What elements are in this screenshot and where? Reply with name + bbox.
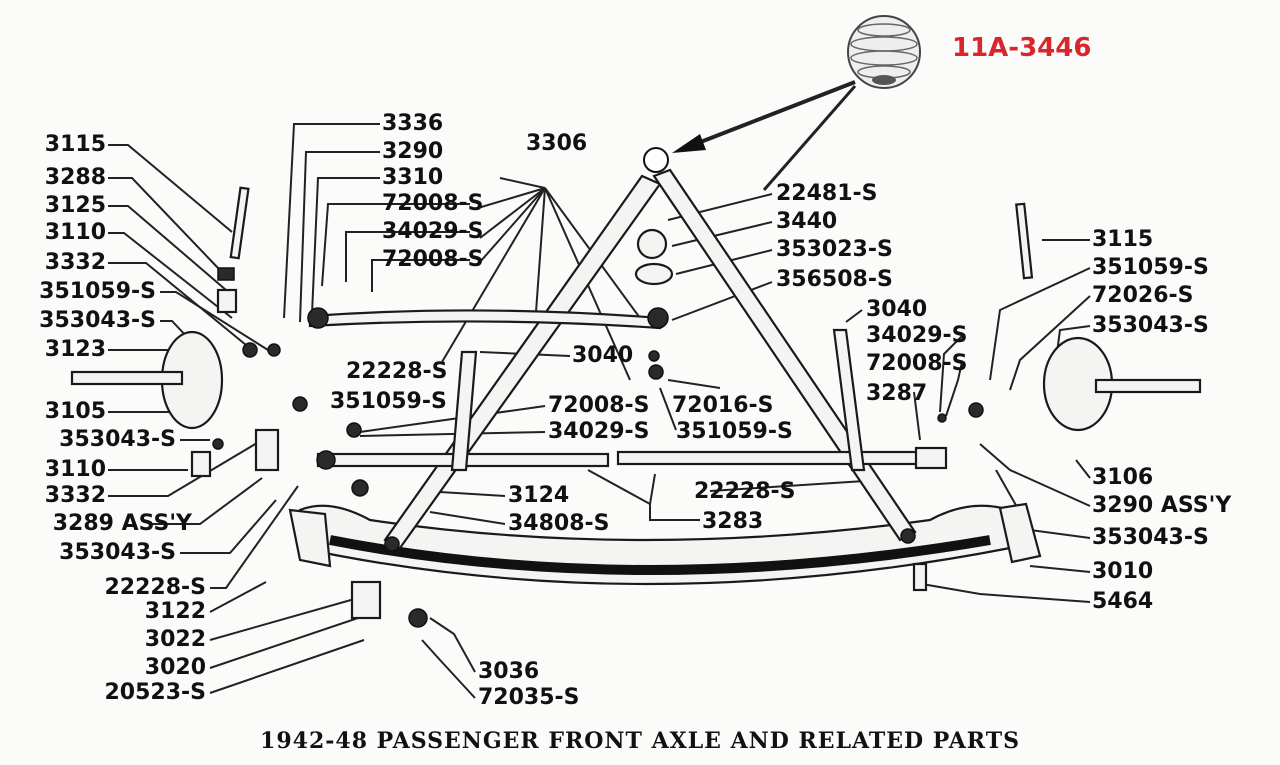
part-label-3020: 3020 <box>144 655 206 680</box>
small-hardware <box>190 228 984 628</box>
part-label-22228-right: 22228-S <box>694 479 796 504</box>
part-label-353043-upper-right: 353043-S <box>1092 313 1209 338</box>
part-label-3115-right: 3115 <box>1092 227 1154 252</box>
part-label-3123: 3123 <box>44 337 106 362</box>
part-label-22228-mid: 22228-S <box>346 359 448 384</box>
part-label-3288: 3288 <box>44 165 106 190</box>
part-label-72008-right: 72008-S <box>866 351 968 376</box>
part-label-3022: 3022 <box>144 627 206 652</box>
part-label-34029-right: 34029-S <box>866 323 968 348</box>
part-label-3124: 3124 <box>508 483 570 508</box>
part-label-20523: 20523-S <box>104 680 206 705</box>
part-label-5464: 5464 <box>1092 589 1154 614</box>
part-label-3290: 3290 <box>382 139 444 164</box>
drag-link <box>307 307 669 330</box>
part-label-3440: 3440 <box>776 209 838 234</box>
front-axle-beam <box>288 502 1042 586</box>
part-label-72026: 72026-S <box>1092 283 1194 308</box>
part-label-34808: 34808-S <box>508 511 610 536</box>
part-label-72016: 72016-S <box>672 393 774 418</box>
part-label-356508: 356508-S <box>776 267 893 292</box>
part-label-353043-lower-right: 353043-S <box>1092 525 1209 550</box>
part-label-22481: 22481-S <box>776 181 878 206</box>
part-label-3122: 3122 <box>144 599 206 624</box>
part-label-3310: 3310 <box>382 165 444 190</box>
part-label-72008-mid: 72008-S <box>548 393 650 418</box>
part-label-22228-left: 22228-S <box>104 575 206 600</box>
part-label-351059-mid: 351059-S <box>330 389 447 414</box>
part-label-3036: 3036 <box>478 659 540 684</box>
part-label-353023: 353023-S <box>776 237 893 262</box>
part-label-351059-center: 351059-S <box>676 419 793 444</box>
steering-arms <box>450 328 866 472</box>
part-label-353043-mid-left: 353043-S <box>59 427 176 452</box>
part-label-351059-left: 351059-S <box>39 279 156 304</box>
part-label-3010: 3010 <box>1092 559 1154 584</box>
leader-lines <box>108 80 1091 699</box>
part-label-3290-assy: 3290 ASS'Y <box>1092 493 1232 518</box>
part-label-34029-top: 34029-S <box>382 219 484 244</box>
part-label-3110-lower: 3110 <box>44 457 106 482</box>
part-label-3110-upper: 3110 <box>44 220 106 245</box>
left-spindle <box>70 186 280 472</box>
part-label-3289-assy: 3289 ASS'Y <box>52 511 192 536</box>
part-label-3332-lower: 3332 <box>44 483 106 508</box>
part-label-72008-top2: 72008-S <box>382 247 484 272</box>
part-label-72035: 72035-S <box>478 685 580 710</box>
highlight-part-number: 11A-3446 <box>952 33 1092 63</box>
part-label-353043-lower-left: 353043-S <box>59 540 176 565</box>
part-label-3105: 3105 <box>44 399 106 424</box>
right-spindle <box>1015 202 1202 432</box>
part-label-3040-right: 3040 <box>866 297 928 322</box>
part-label-3336: 3336 <box>382 111 444 136</box>
part-label-3125: 3125 <box>44 193 106 218</box>
part-label-3283: 3283 <box>702 509 764 534</box>
part-label-3287: 3287 <box>866 381 928 406</box>
part-label-353043-upper-left: 353043-S <box>39 308 156 333</box>
part-label-34029-mid: 34029-S <box>548 419 650 444</box>
ball-joint-part <box>847 15 921 89</box>
diagram-caption: 1942-48 PASSENGER FRONT AXLE AND RELATED… <box>260 728 1020 754</box>
part-label-3332-upper: 3332 <box>44 250 106 275</box>
part-label-3306: 3306 <box>526 131 588 156</box>
arrowhead-icon <box>672 134 706 153</box>
part-label-3040-left: 3040 <box>572 343 634 368</box>
part-label-351059-right: 351059-S <box>1092 255 1209 280</box>
part-label-3106: 3106 <box>1092 465 1154 490</box>
part-label-72008-top: 72008-S <box>382 191 484 216</box>
part-label-3115-left: 3115 <box>44 132 106 157</box>
